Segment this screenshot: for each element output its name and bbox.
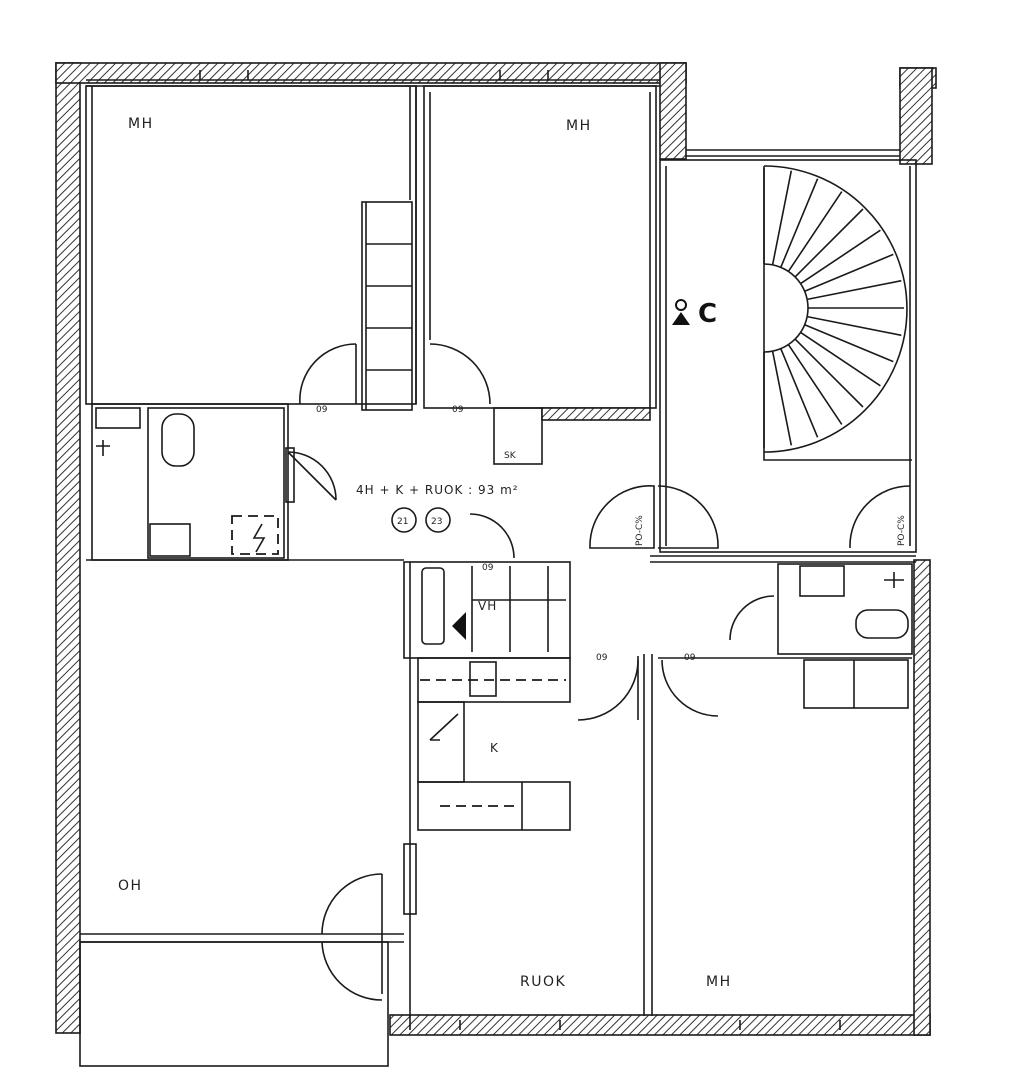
svg-text:21: 21 [397, 517, 408, 527]
svg-text:09: 09 [482, 563, 494, 573]
door-mh-left: 09 [299, 343, 357, 415]
exterior-wall-east-upper [899, 67, 933, 165]
wardrobe-stack [361, 201, 413, 411]
room-label-mh-top-right: MH [566, 118, 592, 134]
door-bath [287, 451, 337, 501]
door-mh-right: 09 [429, 343, 491, 415]
door-stair-2: PO-C% [849, 485, 911, 549]
unit-markers: 21 23 [391, 507, 451, 533]
svg-text:PO-C%: PO-C% [635, 515, 645, 546]
kitchen: K [409, 562, 571, 1030]
door-ruok: 09 [577, 653, 639, 721]
svg-text:09: 09 [316, 405, 328, 415]
svg-text:09: 09 [452, 405, 464, 415]
svg-text:09: 09 [596, 653, 608, 663]
staircase-letter: C [698, 299, 717, 329]
room-label-vh: VH [478, 599, 497, 613]
door-vh: 09 [469, 513, 515, 573]
wc-right [729, 563, 913, 655]
exterior-wall-north-pier [659, 62, 687, 160]
exterior-wall-west [55, 62, 81, 1034]
room-label-mh-bottom-right: MH [706, 974, 732, 990]
window-marks-south [459, 1020, 841, 1030]
sk-cupboard: SK [493, 407, 651, 465]
room-label-k: K [490, 741, 499, 755]
door-stair-1: PO-C% [589, 485, 719, 549]
room-label-ruok: RUOK [520, 974, 566, 990]
staircase-marker: C [672, 299, 717, 329]
plan-summary: 4H + K + RUOK : 93 m² [356, 483, 519, 497]
svg-text:23: 23 [431, 517, 442, 527]
bedroom-bottom-right [643, 654, 912, 1016]
exterior-wall-south [389, 1014, 931, 1036]
door-mh-bottom: 09 [661, 653, 719, 717]
vh-bathroom: VH [403, 561, 571, 659]
svg-text:PO-C%: PO-C% [897, 515, 907, 546]
balcony [79, 941, 389, 1067]
living-room [80, 559, 417, 1001]
spiral-staircase [763, 165, 912, 461]
bathroom-left [91, 403, 289, 561]
room-label-oh: OH [118, 878, 143, 894]
window-marks-north [199, 70, 549, 80]
exterior-wall-east-lower [913, 559, 931, 1036]
sk-label: SK [504, 451, 517, 461]
room-label-mh-top-left: MH [128, 116, 154, 132]
